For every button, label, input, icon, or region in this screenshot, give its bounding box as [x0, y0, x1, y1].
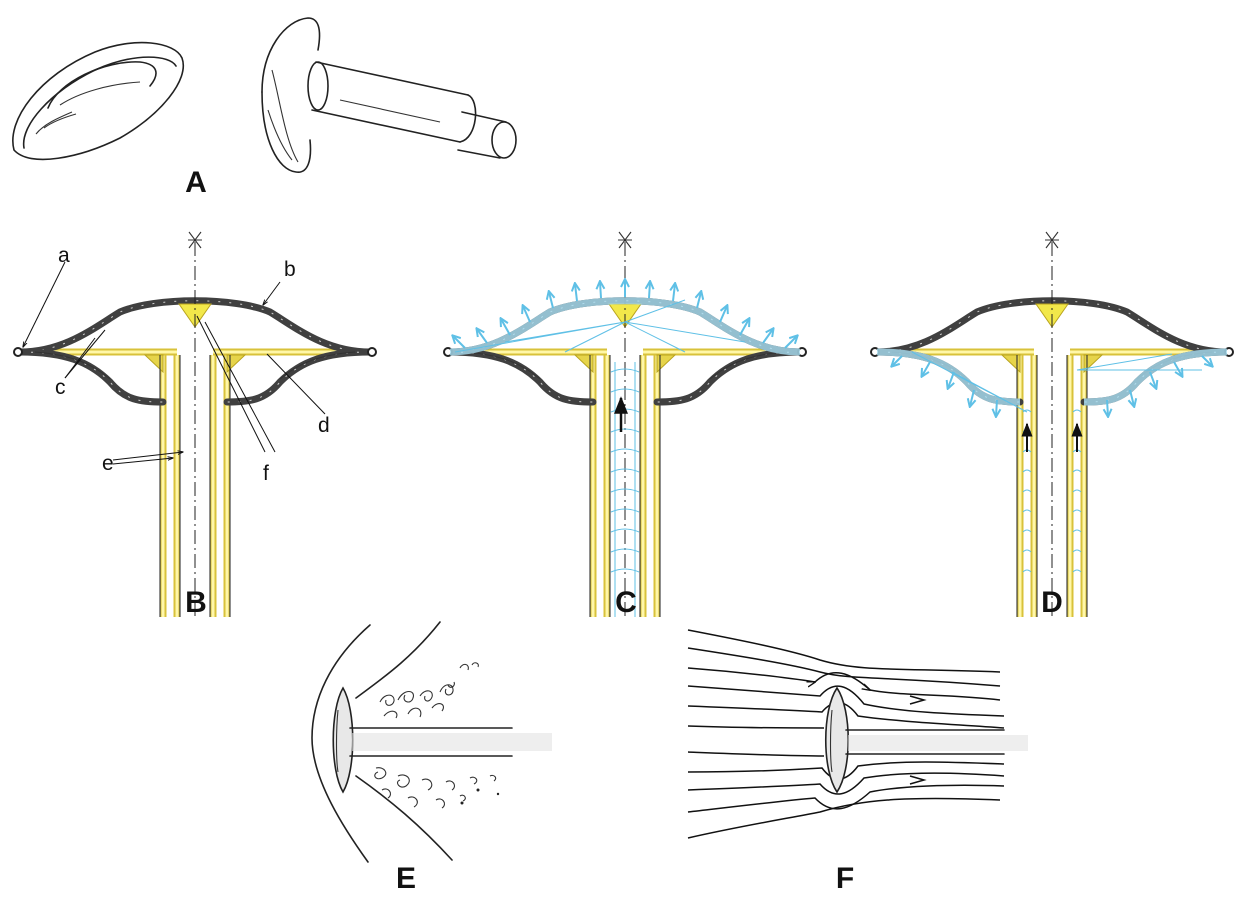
panel-label-f: F — [836, 862, 854, 895]
label-e: e — [102, 452, 114, 475]
label-b: b — [284, 258, 296, 281]
leader-f1 — [197, 316, 265, 452]
panel-label-d: D — [1041, 586, 1063, 619]
panel-label-e: E — [396, 862, 416, 895]
panel-f-sketch — [688, 630, 1028, 838]
panel-e-sketch — [312, 622, 552, 862]
panel-a-sketch — [13, 18, 516, 172]
label-c: c — [55, 376, 66, 399]
flow-arrow-bottom — [910, 776, 924, 784]
panel-label-a: A — [185, 166, 207, 199]
label-d: d — [318, 414, 330, 437]
panel-d-diagram — [871, 232, 1233, 617]
cap-sketch — [13, 43, 183, 160]
label-f: f — [263, 462, 269, 485]
panel-c-diagram — [444, 232, 806, 617]
leader-a — [23, 262, 65, 347]
flow-arrow-top — [910, 696, 924, 704]
label-a: a — [58, 244, 70, 267]
panel-label-c: C — [615, 586, 637, 619]
leader-e1 — [113, 452, 183, 460]
leader-b — [263, 282, 280, 305]
mushroom-sketch — [262, 18, 516, 172]
panel-label-b: B — [185, 586, 207, 619]
